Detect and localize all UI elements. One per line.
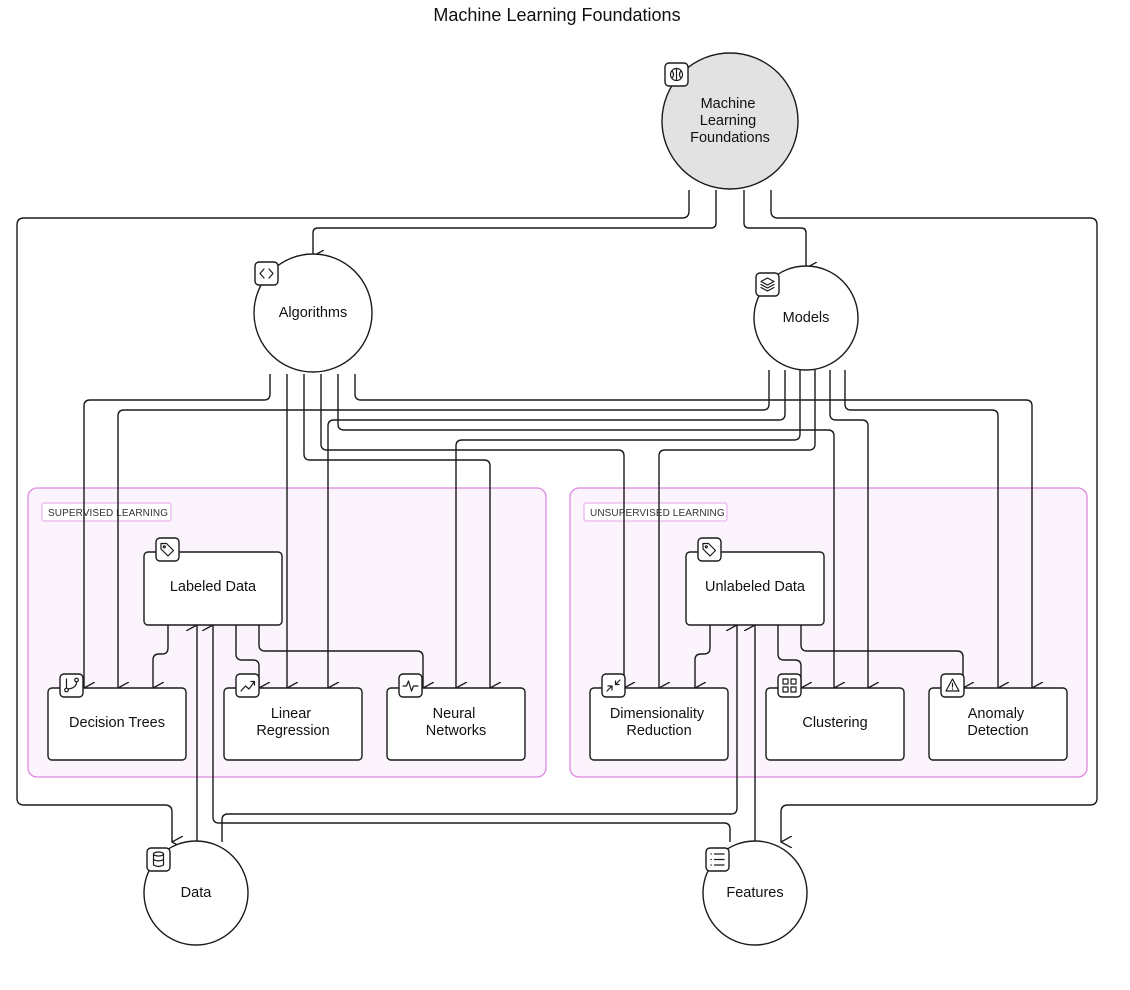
- node-decision-trees[interactable]: Decision Trees: [47, 673, 187, 761]
- node-label: Machine Learning Foundations: [690, 96, 770, 146]
- node-label: Features: [726, 885, 783, 901]
- edge-models-decision-trees: [117, 370, 770, 688]
- activity-icon: [398, 673, 423, 698]
- minimize-icon: [601, 673, 626, 698]
- list-icon: [705, 847, 730, 872]
- edge-root-features: [770, 190, 1098, 842]
- node-label: Linear Regression: [256, 706, 329, 739]
- node-features[interactable]: Features: [702, 840, 808, 946]
- node-label: Dimensionality Reduction: [610, 706, 708, 739]
- tag-icon: [697, 537, 722, 562]
- edge-algorithms-anomaly: [354, 374, 1032, 688]
- node-label: Labeled Data: [170, 579, 257, 595]
- node-anomaly-detection[interactable]: Anomaly Detection: [928, 673, 1068, 761]
- edge-root-data: [16, 190, 690, 842]
- edge-data-unlabeled: [221, 625, 738, 842]
- edge-labeled-linear-regression: [235, 625, 259, 688]
- layers-icon: [755, 272, 780, 297]
- edge-algorithms-neural-networks: [303, 374, 490, 688]
- edge-models-dimensionality: [658, 370, 816, 688]
- node-label: Data: [181, 885, 213, 901]
- edge-unlabeled-anomaly: [800, 625, 963, 688]
- node-labeled-data[interactable]: Labeled Data: [143, 537, 283, 626]
- alert-icon: [940, 673, 965, 698]
- edge-models-anomaly: [844, 370, 998, 688]
- node-clustering[interactable]: Clustering: [765, 673, 905, 761]
- node-unlabeled-data[interactable]: Unlabeled Data: [685, 537, 825, 626]
- node-algorithms[interactable]: Algorithms: [253, 253, 373, 373]
- edge-models-clustering: [829, 370, 868, 688]
- code-icon: [254, 261, 279, 286]
- node-label: Decision Trees: [69, 715, 165, 731]
- grid-icon: [777, 673, 802, 698]
- trend-icon: [235, 673, 260, 698]
- edges: [16, 190, 1098, 842]
- brain-icon: [664, 62, 689, 87]
- group-label-supervised: SUPERVISED LEARNING: [48, 508, 168, 519]
- edge-algorithms-dimensionality: [320, 374, 624, 688]
- group-label-unsupervised: UNSUPERVISED LEARNING: [590, 508, 725, 519]
- edge-unlabeled-clustering: [777, 625, 801, 688]
- edge-labeled-decision-trees: [152, 625, 169, 688]
- node-label: Unlabeled Data: [705, 579, 806, 595]
- edge-algorithms-clustering: [337, 374, 834, 688]
- edge-root-algorithms: [312, 190, 717, 256]
- database-icon: [146, 847, 171, 872]
- node-models[interactable]: Models: [753, 265, 859, 371]
- node-label: Algorithms: [279, 305, 348, 321]
- node-dimensionality-reduction[interactable]: Dimensionality Reduction: [589, 673, 729, 761]
- node-linear-regression[interactable]: Linear Regression: [223, 673, 363, 761]
- edge-unlabeled-dimensionality: [694, 625, 711, 688]
- node-neural-networks[interactable]: Neural Networks: [386, 673, 526, 761]
- node-label: Models: [783, 310, 830, 326]
- node-label: Anomaly Detection: [967, 706, 1028, 739]
- tag-icon: [155, 537, 180, 562]
- node-label: Neural Networks: [426, 706, 486, 739]
- git-branch-icon: [59, 673, 84, 698]
- diagram-title: Machine Learning Foundations: [433, 5, 680, 25]
- node-machine-learning-foundations[interactable]: Machine Learning Foundations: [661, 52, 799, 190]
- edge-labeled-neural-networks: [258, 625, 423, 688]
- edge-models-neural-networks: [455, 370, 801, 688]
- edge-features-labeled: [213, 625, 731, 842]
- node-label: Clustering: [802, 715, 867, 731]
- edge-algorithms-decision-trees: [83, 374, 271, 688]
- node-data[interactable]: Data: [143, 840, 249, 946]
- edge-models-linear-regression: [327, 370, 786, 688]
- edge-root-models: [743, 190, 806, 268]
